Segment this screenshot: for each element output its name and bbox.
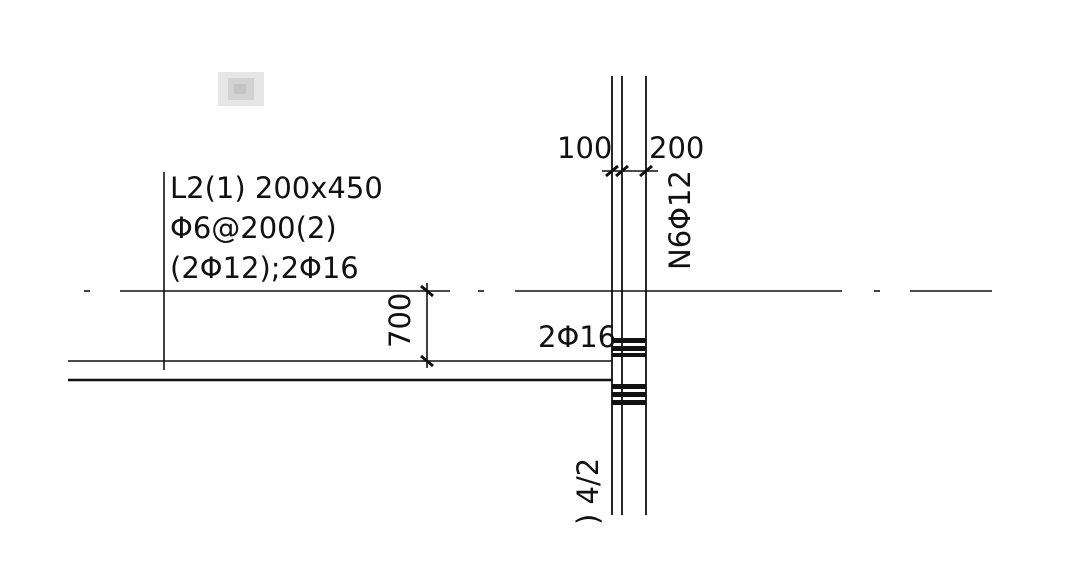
beam-annotation-line2: Φ6@200(2) [170,211,337,245]
dimension-700: 700 [383,293,417,348]
wall-lines [611,76,647,515]
beam-annotation-line1: L2(1) 200x450 [170,171,383,205]
beam-annotation-line3: (2Φ12);2Φ16 [170,251,359,285]
side-bars-label: N6Φ12 [663,170,697,270]
blurred-watermark [218,72,264,106]
rebar-blocks [612,338,646,405]
dimension-100: 100 [557,131,612,165]
beam-annotation: L2(1) 200x450 Φ6@200(2) (2Φ12);2Φ16 [170,171,383,285]
top-dimension [602,164,658,178]
partial-bottom-label: ) 4/2 [571,458,605,525]
beam-lines [68,360,612,382]
dimension-200: 200 [649,131,704,165]
vertical-dimension [420,283,434,368]
hanger-bars-label: 2Φ16 [538,320,616,354]
